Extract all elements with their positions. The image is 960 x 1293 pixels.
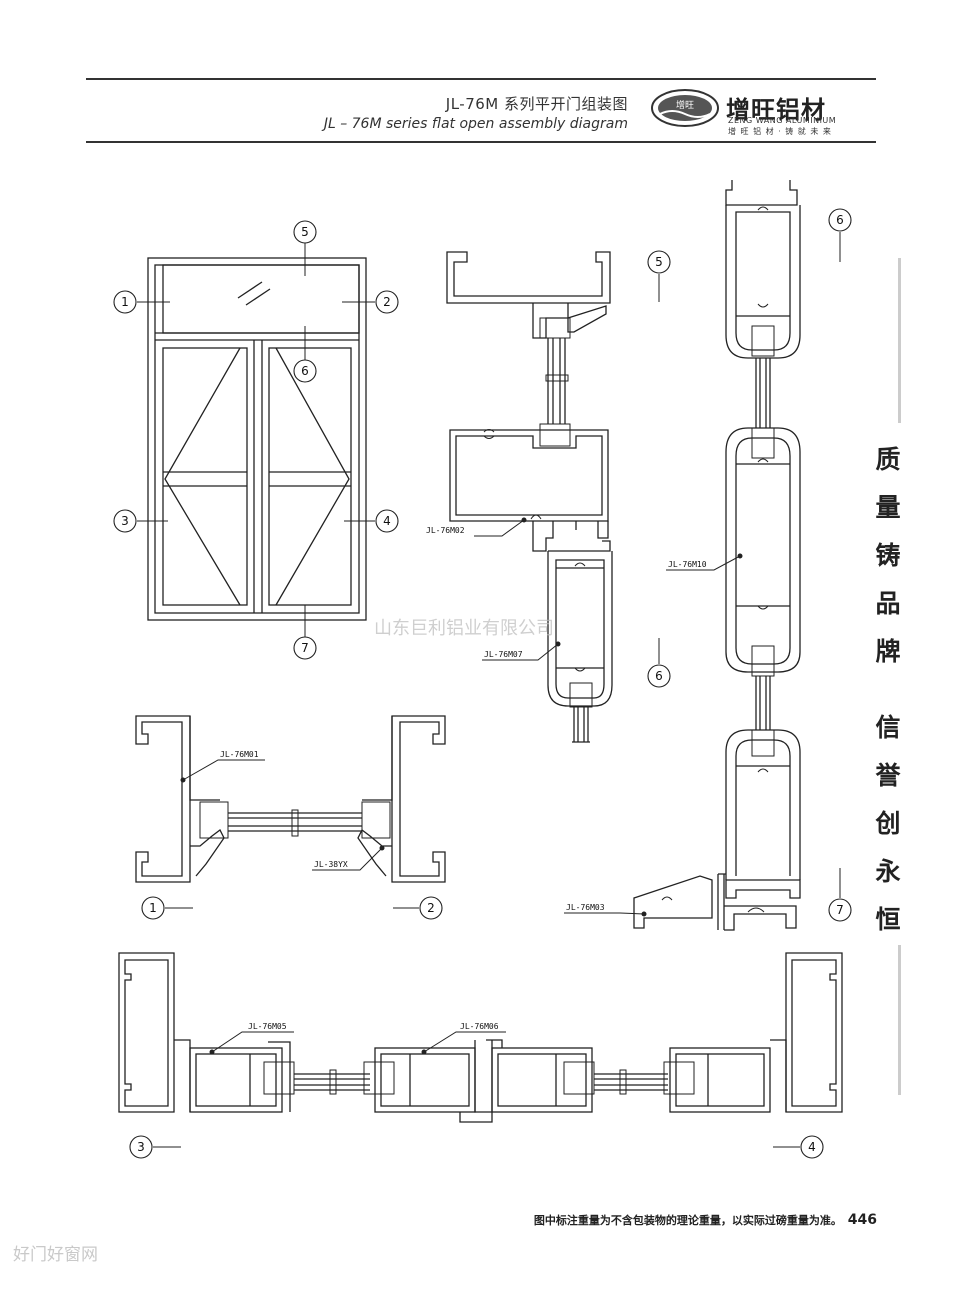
callout-3: 3 <box>121 514 129 528</box>
brand-badge-text: 增旺 <box>676 99 694 111</box>
brand-logo: 增旺 增旺铝材 ZENG WANG ALUMINIUM 增 旺 铝 材 · 铸 … <box>650 86 876 138</box>
profile-label-m02: JL-76M02 <box>426 526 465 535</box>
callout-1: 1 <box>121 295 129 309</box>
header-rule-top <box>86 78 876 80</box>
profile-label-m06: JL-76M06 <box>460 1022 499 1031</box>
door-elevation <box>147 257 367 621</box>
page-number: 446 <box>847 1212 877 1228</box>
brand-name-cn: 增旺铝材 <box>726 96 826 124</box>
section-vertical-right <box>633 180 801 931</box>
callout-3: 3 <box>137 1140 145 1154</box>
page-title-en: JL – 76M series flat open assembly diagr… <box>323 116 628 132</box>
slogan-char: 牌 <box>875 637 901 666</box>
profile-label-m05: JL-76M05 <box>248 1022 287 1031</box>
callout-2: 2 <box>383 295 391 309</box>
profile-label-m01: JL-76M01 <box>220 750 259 759</box>
section-m07 <box>547 540 613 743</box>
footer-note-text: 图中标注重量为不含包装物的理论重量，以实际过磅重量为准。 <box>533 1214 842 1227</box>
brand-badge-icon: 增旺 <box>651 89 719 127</box>
slogan-line-top <box>898 258 901 423</box>
slogan-char: 创 <box>875 809 901 838</box>
leader-lines <box>137 232 841 1148</box>
slogan-char: 永 <box>875 857 901 886</box>
callout-6: 6 <box>836 213 844 227</box>
callout-circles <box>113 208 852 1159</box>
slogan-char: 量 <box>875 493 901 522</box>
slogan-char: 品 <box>875 589 901 618</box>
slogan-char: 铸 <box>875 541 901 570</box>
callout-4: 4 <box>808 1140 816 1154</box>
callout-2: 2 <box>427 901 435 915</box>
profile-label-m07: JL-76M07 <box>484 650 523 659</box>
profile-label-m03: JL-76M03 <box>566 903 605 912</box>
page-title-cn: JL-76M 系列平开门组装图 <box>445 95 628 113</box>
section-fixed-lite <box>135 715 446 883</box>
slogan-char: 誉 <box>875 761 901 790</box>
callout-5: 5 <box>655 255 663 269</box>
brand-slogan-small: 增 旺 铝 材 · 铸 就 未 来 <box>728 127 832 136</box>
section-transom <box>446 251 611 552</box>
watermark: 山东巨利铝业有限公司 <box>374 618 554 639</box>
corner-watermark: 好门好窗网 <box>13 1245 98 1265</box>
profile-label-m10: JL-76M10 <box>668 560 707 569</box>
callout-7: 7 <box>836 903 844 917</box>
leader-dots <box>180 517 743 1055</box>
section-bottom-leafs <box>118 952 843 1123</box>
callout-6: 6 <box>655 669 663 683</box>
callout-4: 4 <box>383 514 391 528</box>
slogan-char: 恒 <box>875 905 901 934</box>
header-rule-bottom <box>86 141 876 143</box>
callout-1: 1 <box>149 901 157 915</box>
callout-5: 5 <box>301 225 309 239</box>
footer-note: 图中标注重量为不含包装物的理论重量，以实际过磅重量为准。 446 <box>534 1212 877 1228</box>
slogan-char: 质 <box>875 445 901 474</box>
callout-7: 7 <box>301 641 309 655</box>
brand-name-en: ZENG WANG ALUMINIUM <box>728 116 837 125</box>
slogan-char: 信 <box>875 713 901 742</box>
profile-label-yx: JL-38YX <box>314 860 348 869</box>
callout-6: 6 <box>301 364 309 378</box>
slogan-line-bottom <box>898 945 901 1095</box>
